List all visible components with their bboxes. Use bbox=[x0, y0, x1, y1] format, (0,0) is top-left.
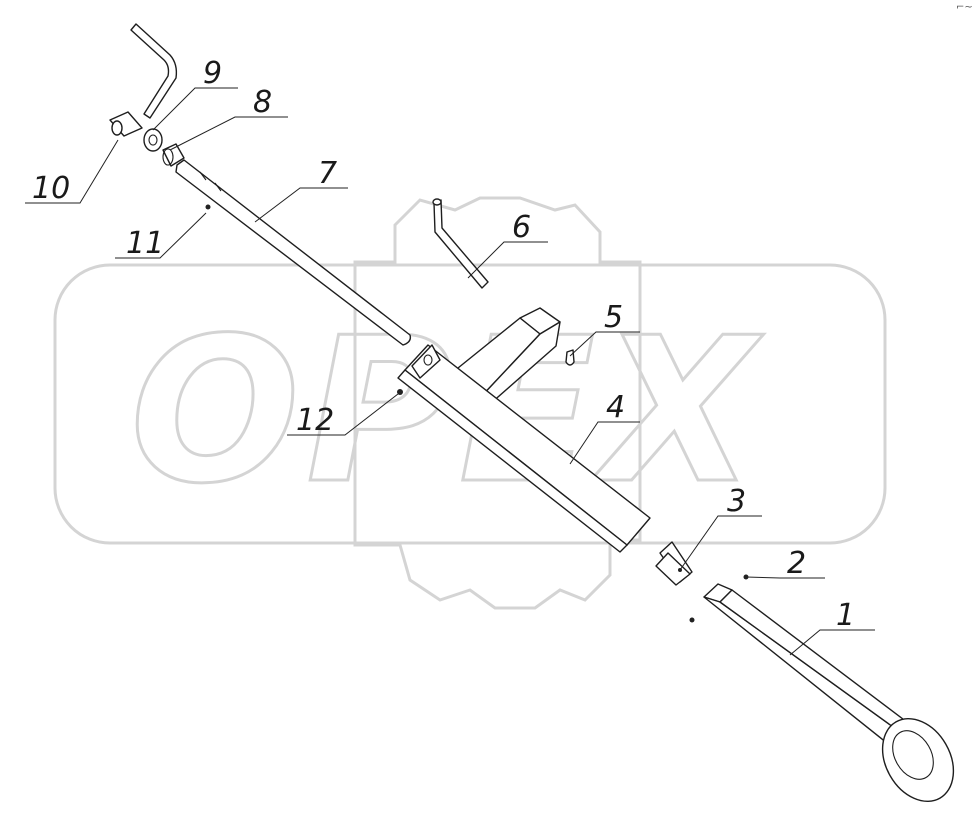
leader-3 bbox=[679, 515, 762, 571]
part-7-shaft bbox=[175, 159, 412, 346]
callout-1: 1 bbox=[836, 598, 855, 633]
leader-5 bbox=[569, 331, 640, 357]
callout-11: 11 bbox=[126, 226, 164, 261]
part-2-marker-b bbox=[689, 617, 695, 623]
leader-6 bbox=[467, 241, 548, 279]
callout-12: 12 bbox=[296, 403, 334, 438]
leader-8 bbox=[169, 116, 288, 151]
leader-lines bbox=[25, 87, 875, 656]
part-3-connector bbox=[655, 541, 693, 586]
callout-2: 2 bbox=[787, 546, 806, 581]
callout-3: 3 bbox=[727, 484, 746, 519]
leader-11 bbox=[115, 212, 207, 259]
leader-4 bbox=[569, 421, 640, 465]
part-8-bushing bbox=[162, 143, 185, 167]
callout-labels: 1 2 3 4 5 6 7 8 9 10 11 12 bbox=[32, 56, 855, 633]
leader-10 bbox=[25, 139, 119, 204]
part-12-marker bbox=[397, 389, 403, 395]
callout-7: 7 bbox=[318, 156, 337, 191]
callout-9: 9 bbox=[203, 56, 222, 91]
leader-12 bbox=[287, 393, 399, 436]
watermark-gear-outline bbox=[353, 196, 642, 610]
part-1-leg bbox=[703, 583, 955, 803]
part-4-square-tube bbox=[397, 307, 651, 553]
part-11-marker bbox=[205, 204, 211, 210]
leader-7 bbox=[254, 187, 348, 223]
leader-1 bbox=[789, 629, 875, 656]
leader-2 bbox=[745, 576, 825, 579]
callout-6: 6 bbox=[512, 210, 531, 245]
part-5-pin bbox=[565, 349, 575, 366]
part-10-crank-handle bbox=[109, 23, 178, 137]
leader-9 bbox=[152, 87, 238, 131]
callout-4: 4 bbox=[606, 390, 625, 425]
part-9-nut bbox=[143, 128, 163, 152]
callout-10: 10 bbox=[32, 171, 70, 206]
callout-5: 5 bbox=[604, 300, 623, 335]
part-6-handle-bar bbox=[432, 198, 489, 289]
callout-8: 8 bbox=[253, 85, 272, 120]
corner-mark: ⌐~ bbox=[956, 2, 973, 13]
